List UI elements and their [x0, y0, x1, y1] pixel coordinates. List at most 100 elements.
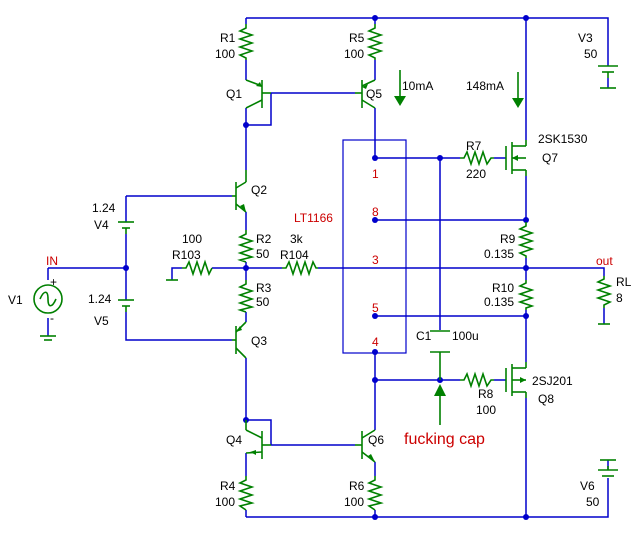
junction [372, 349, 378, 355]
ic-pin-5: 5 [372, 301, 379, 315]
transistor-q3 [232, 321, 247, 359]
resistor-r3 [237, 280, 255, 313]
r103-ref: R103 [172, 248, 201, 262]
q1-ref: Q1 [226, 87, 242, 101]
mosfet-q7 [505, 140, 527, 176]
net-out-label: out [596, 254, 613, 268]
v6-ref: V6 [580, 479, 595, 493]
v3-value: 50 [584, 47, 598, 61]
q3-ref: Q3 [251, 334, 267, 348]
cap-note-arrow [434, 384, 446, 425]
source-v4 [118, 221, 134, 234]
junction [372, 313, 378, 319]
q5-current-label: 10mA [402, 79, 433, 93]
mosfet-q8 [505, 362, 527, 398]
rl-ref: RL [616, 275, 632, 289]
c1-value: 100u [452, 329, 479, 343]
q8-part: 2SJ201 [532, 374, 573, 388]
resistor-r7 [460, 149, 494, 167]
junctions [123, 15, 529, 520]
v3-ref: V3 [578, 31, 593, 45]
v5-ref: V5 [94, 314, 109, 328]
junction [523, 265, 529, 271]
resistor-r8 [460, 371, 494, 389]
ic-lt1166: 1 8 3 5 4 [342, 139, 407, 354]
r9-ref: R9 [500, 232, 516, 246]
r6-value: 100 [344, 495, 364, 509]
junction [523, 217, 529, 223]
resistor-r4 [237, 476, 255, 511]
q6-ref: Q6 [368, 433, 384, 447]
v1-plus-sign: + [50, 275, 57, 289]
resistor-r6 [366, 476, 384, 511]
r4-value: 100 [215, 495, 235, 509]
r5-value: 100 [344, 47, 364, 61]
current-arrow-q7 [512, 72, 524, 108]
current-arrow-q5 [394, 70, 406, 106]
r1-value: 100 [215, 47, 235, 61]
resistor-rl [595, 276, 613, 308]
r104-value: 3k [290, 232, 304, 246]
r5-ref: R5 [349, 31, 365, 45]
junction [372, 377, 378, 383]
v1-ref: V1 [8, 293, 23, 307]
c1-ref: C1 [416, 329, 432, 343]
q5-ref: Q5 [366, 87, 382, 101]
cap-note-label: fucking cap [404, 431, 485, 448]
r103-value: 100 [182, 232, 202, 246]
r1-ref: R1 [220, 31, 236, 45]
r2-ref: R2 [256, 232, 272, 246]
junction [372, 155, 378, 161]
transistor-q4 [245, 420, 271, 459]
labels: R1 100 R5 100 Q1 Q5 Q2 Q3 Q4 Q6 R2 50 R3… [8, 31, 632, 509]
ic-pin-4: 4 [372, 335, 379, 349]
r8-value: 100 [476, 403, 496, 417]
q7-current-label: 148mA [466, 79, 504, 93]
resistor-r103 [182, 259, 213, 277]
r3-ref: R3 [256, 281, 272, 295]
ic-name-label: LT1166 [294, 211, 333, 225]
r10-value: 0.135 [484, 295, 514, 309]
rl-value: 8 [616, 291, 623, 305]
v1-minus-sign: - [50, 311, 54, 325]
transistor-q5 [355, 79, 376, 109]
r104-ref: R104 [280, 248, 309, 262]
r4-ref: R4 [220, 479, 236, 493]
r6-ref: R6 [349, 479, 365, 493]
v4-ref: V4 [94, 218, 109, 232]
junction [123, 265, 129, 271]
junction [523, 313, 529, 319]
junction [243, 265, 249, 271]
resistor-r5 [366, 24, 384, 60]
r10-ref: R10 [492, 281, 514, 295]
q2-ref: Q2 [251, 183, 267, 197]
ground-v1 [40, 335, 56, 341]
q4-ref: Q4 [226, 433, 242, 447]
ic-pin-1: 1 [372, 167, 379, 181]
q7-ref: Q7 [542, 151, 558, 165]
resistor-r9 [517, 222, 535, 258]
source-v6 [598, 466, 618, 477]
net-in-label: IN [46, 254, 58, 268]
v4-value: 1.24 [92, 201, 116, 215]
r7-ref: R7 [466, 139, 482, 153]
q8-ref: Q8 [538, 392, 554, 406]
r3-value: 50 [256, 295, 270, 309]
resistor-r2 [237, 230, 255, 263]
capacitor-c1 [430, 330, 450, 380]
junction [523, 15, 529, 21]
source-v5 [118, 299, 134, 312]
source-v1: + - [33, 275, 63, 325]
transistor-q1 [245, 79, 271, 109]
r8-ref: R8 [478, 387, 494, 401]
resistor-r10 [517, 280, 535, 310]
q7-part: 2SK1530 [538, 132, 588, 146]
r2-value: 50 [256, 247, 270, 261]
source-v3 [598, 65, 618, 78]
v6-value: 50 [586, 495, 600, 509]
v5-value: 1.24 [88, 292, 112, 306]
r9-value: 0.135 [484, 247, 514, 261]
transistor-q2 [232, 170, 247, 213]
ic-pin-8: 8 [372, 205, 379, 219]
